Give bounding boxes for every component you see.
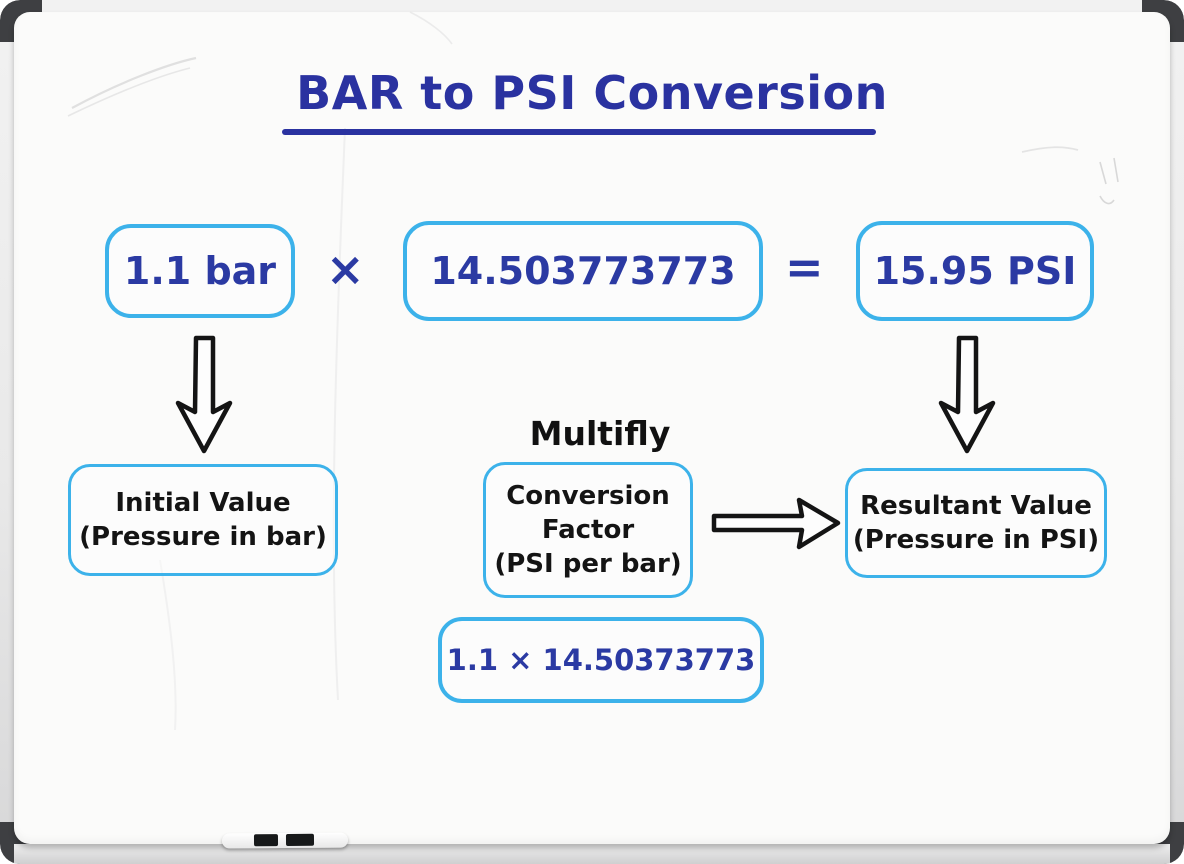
resultant-label-title: Resultant Value: [860, 490, 1092, 521]
right-arrow-icon: [711, 497, 841, 550]
title-underline: [282, 129, 876, 135]
calculation-expression: 1.1 × 14.50373773: [446, 643, 756, 677]
marker-band: [285, 833, 315, 846]
page-title: BAR to PSI Conversion: [296, 66, 888, 120]
down-arrow-icon: [938, 335, 996, 454]
initial-label-subtitle: (Pressure in bar): [79, 522, 327, 552]
result-text: 15.95 PSI: [873, 249, 1077, 293]
conversion-label-line3: (PSI per bar): [494, 549, 682, 580]
resultant-value-label-box: Resultant Value (Pressure in PSI): [845, 468, 1107, 578]
times-sign: ×: [326, 242, 365, 296]
conversion-label-line1: Conversion: [506, 480, 670, 511]
equals-sign: =: [785, 240, 824, 294]
initial-value-text: 1.1 bar: [123, 249, 277, 293]
conversion-factor-label-box: Conversion Factor (PSI per bar): [483, 462, 693, 598]
initial-value-bubble: 1.1 bar: [105, 224, 295, 318]
initial-value-label-box: Initial Value (Pressure in bar): [68, 464, 338, 576]
marker-band: [253, 834, 279, 847]
whiteboard-tray: [14, 844, 1170, 864]
resultant-label-subtitle: (Pressure in PSI): [852, 525, 1100, 555]
conversion-factor-text: 14.503773773: [430, 249, 736, 293]
result-bubble: 15.95 PSI: [856, 221, 1094, 321]
conversion-factor-bubble: 14.503773773: [403, 221, 763, 321]
conversion-label-line2: Factor: [541, 514, 635, 545]
down-arrow-icon: [175, 335, 233, 454]
calculation-bubble: 1.1 × 14.50373773: [438, 617, 764, 703]
multiply-caption: Multifly: [529, 414, 671, 453]
whiteboard-marker: [221, 832, 349, 849]
initial-label-title: Initial Value: [115, 487, 291, 518]
